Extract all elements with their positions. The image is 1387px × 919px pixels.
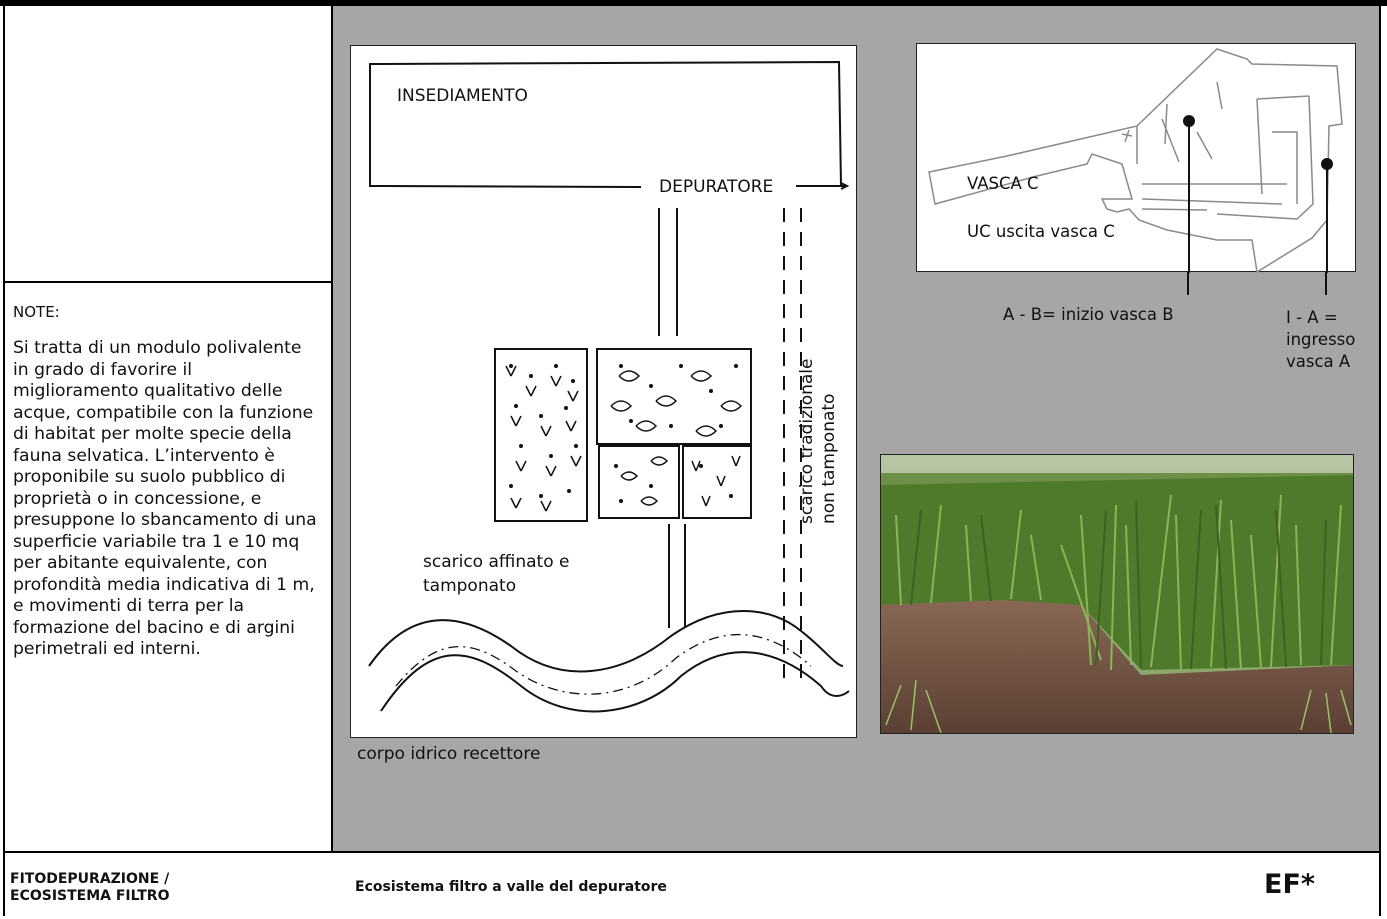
sketch-panel <box>350 45 857 738</box>
empty-header-box <box>5 6 333 283</box>
footer-category: FITODEPURAZIONE / ECOSISTEMA FILTRO <box>10 871 169 905</box>
notes-title: NOTE: <box>13 303 60 321</box>
footer-category-line2: ECOSISTEMA FILTRO <box>10 888 170 904</box>
plan-panel <box>916 43 1356 299</box>
wetland-photo <box>880 454 1354 734</box>
footer-category-line1: FITODEPURAZIONE / <box>10 871 170 887</box>
depuratore-label: DEPURATORE <box>659 177 774 197</box>
ia-line3: vasca A <box>1286 352 1351 371</box>
ab-label: A - B= inizio vasca B <box>1003 305 1174 324</box>
insediamento-label: INSEDIAMENTO <box>397 86 528 106</box>
scarico-affinato-line2: tamponato <box>423 576 517 596</box>
scarico-tradizionale-line2: non tamponato <box>819 393 839 524</box>
scarico-tradizionale-label: scarico tradizionale non tamponato <box>796 359 840 525</box>
notes-body: Si tratta di un modulo polivalente in gr… <box>13 338 317 659</box>
scarico-tradizionale-line1: scarico tradizionale <box>797 358 817 525</box>
ia-label: I - A = ingresso vasca A <box>1286 307 1355 373</box>
vasca-c-label: VASCA C <box>967 174 1039 193</box>
wetland-photo-graphic <box>881 455 1353 733</box>
scarico-affinato-line1: scarico affinato e <box>423 552 570 572</box>
sketch-drawing <box>368 60 850 713</box>
ia-line2: ingresso <box>1286 330 1356 349</box>
ia-line1: I - A = <box>1286 308 1338 327</box>
footer-title: Ecosistema filtro a valle del depuratore <box>355 879 667 895</box>
sketch-caption: corpo idrico recettore <box>357 744 541 764</box>
scarico-affinato-label: scarico affinato e tamponato <box>423 550 569 598</box>
notes-panel: NOTE: Si tratta di un modulo polivalente… <box>5 283 333 851</box>
top-rule <box>0 0 1387 6</box>
uc-label: UC uscita vasca C <box>967 222 1115 241</box>
footer: FITODEPURAZIONE / ECOSISTEMA FILTRO Ecos… <box>5 851 1379 916</box>
footer-code: EF* <box>1264 869 1316 900</box>
plan-leader-lines <box>1187 271 1327 295</box>
